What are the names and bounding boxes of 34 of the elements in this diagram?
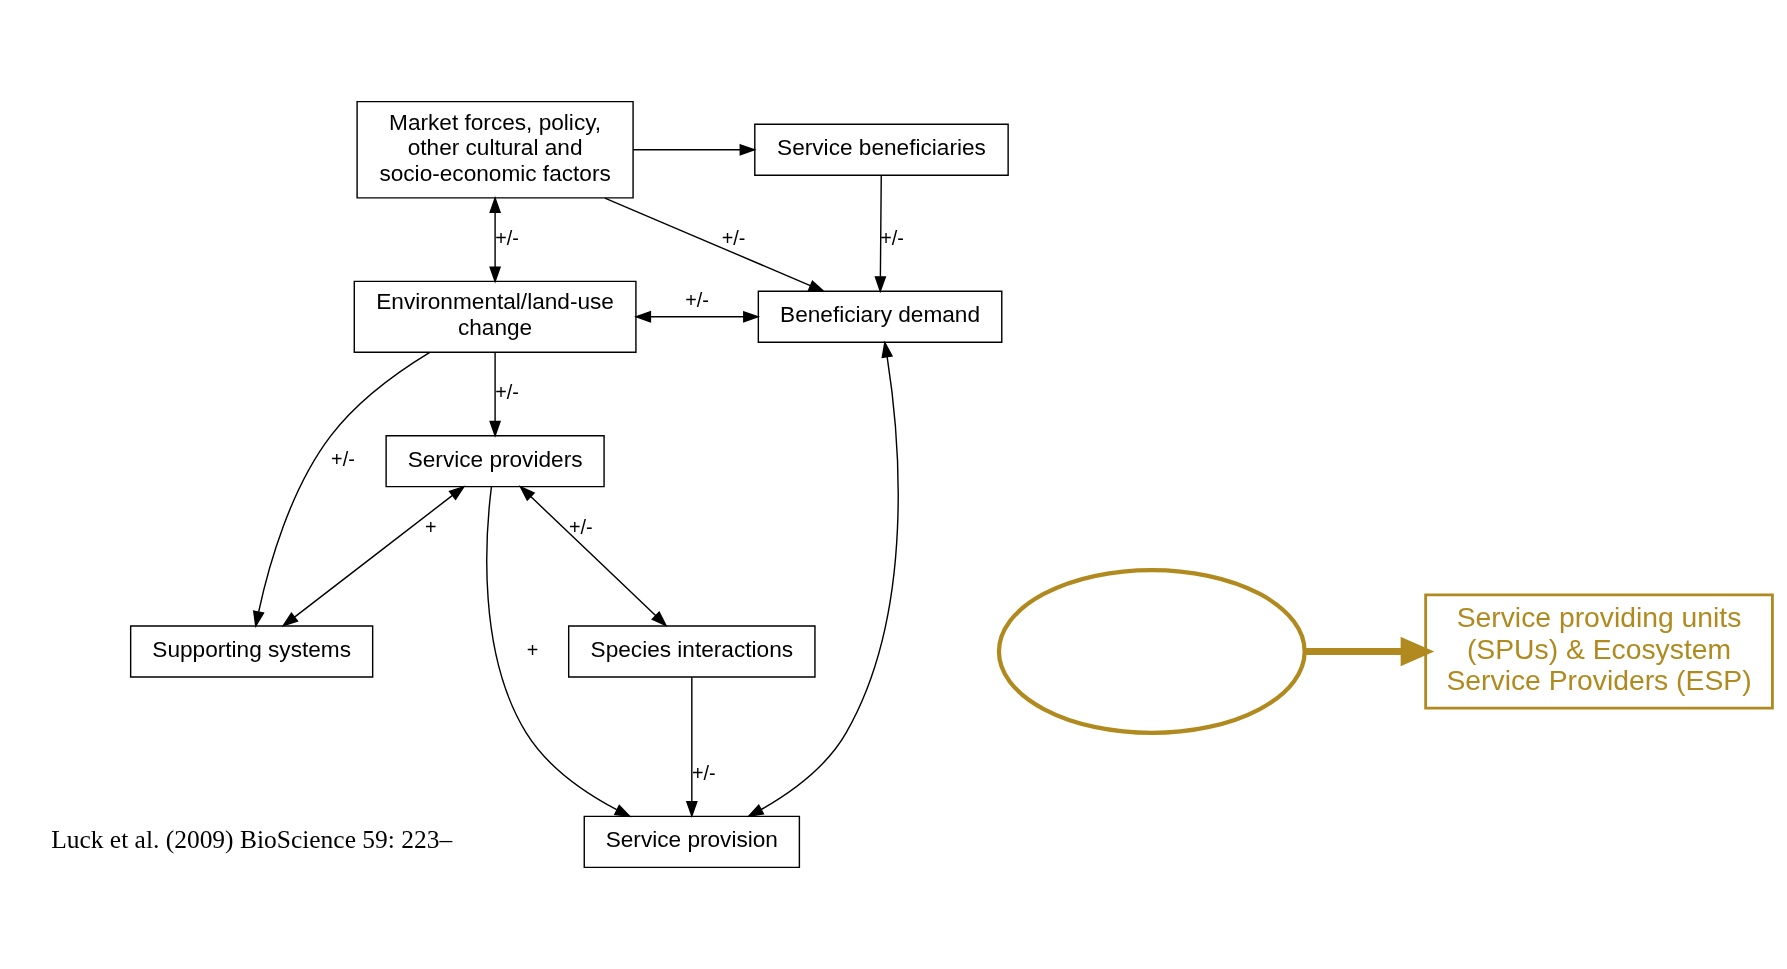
arrow (746, 340, 899, 818)
edge-label: +/- (495, 381, 519, 404)
node-box: Service providing units (SPUs) & Ecosystem Service Providers (ESP) (1424, 593, 1774, 710)
arrow (632, 143, 757, 156)
node-ellipse (996, 568, 1307, 735)
arrow (489, 351, 502, 438)
arrow (486, 486, 632, 818)
arrow (518, 485, 668, 627)
arrow (685, 676, 698, 818)
edge-label: +/- (495, 226, 519, 249)
arrow (634, 310, 761, 323)
edge-label: + (424, 515, 437, 538)
arrow (1304, 636, 1435, 667)
node-box: Service beneficiaries (754, 123, 1009, 176)
arrow (489, 196, 502, 284)
edge-label: +/- (721, 226, 746, 249)
edge-label: +/- (331, 448, 355, 471)
node-box: Supporting systems (129, 625, 374, 678)
arrow (252, 351, 431, 629)
edge-label: +/- (685, 289, 709, 312)
node-box: Market forces, policy, other cultural and socio-economic factors (356, 100, 634, 199)
edge-label: + (526, 638, 539, 661)
arrow (604, 197, 826, 293)
node-box: Service provision (583, 815, 801, 869)
node-box: Environmental/land-use change (353, 280, 637, 353)
node-box: Beneficiary demand (757, 290, 1003, 343)
arrow (281, 485, 466, 628)
node-box: Service providers (385, 434, 605, 488)
node-box: Species interactions (568, 625, 816, 678)
label: Luck et al. (2009) BioScience 59: 223– (51, 825, 453, 855)
edge-label: +/- (568, 515, 593, 538)
arrow (874, 174, 887, 294)
edge-label: +/- (692, 761, 716, 784)
edge-label: +/- (880, 226, 904, 249)
